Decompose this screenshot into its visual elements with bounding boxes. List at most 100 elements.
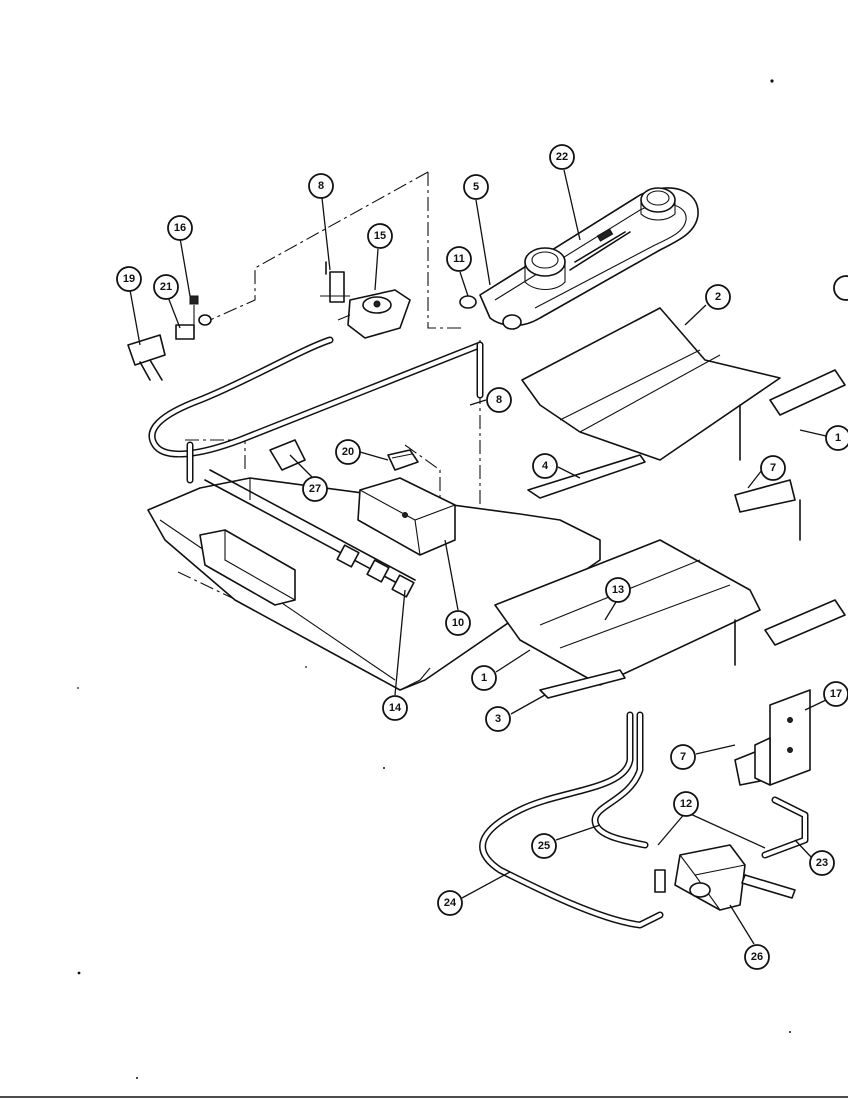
leader-lines: [129, 169, 827, 945]
callout-number: 4: [542, 460, 549, 472]
callout-number: 14: [389, 702, 402, 714]
callout-number: 21: [160, 281, 172, 293]
callout-number: 13: [612, 584, 624, 596]
callout-number: 16: [174, 222, 186, 234]
callout-17: 17: [823, 681, 848, 707]
callout-number: 8: [318, 180, 324, 192]
callout-18: 1: [825, 425, 848, 451]
callout-27: 27: [302, 476, 328, 502]
callout-number: 7: [770, 462, 776, 474]
callout-number: 2: [715, 291, 721, 303]
callout-23: 23: [809, 850, 835, 876]
callout-25: 25: [531, 833, 557, 859]
callout-number: 27: [309, 483, 321, 495]
callout-number: 23: [816, 857, 828, 869]
burner-bracket-4: [527, 454, 646, 499]
upper-baffle: [521, 307, 781, 461]
callout-10: 10: [445, 610, 471, 636]
callout-16: 16: [167, 215, 193, 241]
callout-bubble: [302, 476, 328, 502]
callout-4: 4: [532, 453, 558, 479]
callout-14: 14: [382, 695, 408, 721]
callout-bubble: [825, 425, 848, 451]
spark-ignitor: [387, 449, 419, 471]
callout-bubble: [823, 681, 848, 707]
callout-15: 15: [367, 223, 393, 249]
callout-3: 3: [485, 706, 511, 732]
callout-bubble: [445, 610, 471, 636]
callout-bubble: [705, 284, 731, 310]
callout-7-lower: 7: [670, 744, 696, 770]
callout-number: 20: [342, 446, 354, 458]
callout-bubble: [673, 791, 699, 817]
lower-gas-tubing: [479, 711, 809, 929]
callout-number: 10: [452, 617, 464, 629]
callout-number: 3: [495, 713, 501, 725]
callout-bubble: [531, 833, 557, 859]
callout-bubble: [485, 706, 511, 732]
callout-bubble: [446, 246, 472, 272]
callout-13: 13: [605, 577, 631, 603]
mount-bracket: [754, 689, 811, 786]
safety-valve-upper: [320, 261, 350, 303]
callout-number: 8: [496, 394, 502, 406]
callout-19: 19: [116, 266, 142, 292]
callout-11: 11: [446, 246, 472, 272]
callout-bubble: [471, 665, 497, 691]
callout-number: 17: [830, 688, 842, 700]
broil-shield: [199, 529, 296, 606]
callout-number: 1: [835, 432, 841, 444]
callout-number: 15: [374, 230, 386, 242]
callout-bubble: [809, 850, 835, 876]
callout-bubble: [833, 275, 848, 301]
callout-bubble: [670, 744, 696, 770]
callout-bubble: [382, 695, 408, 721]
callout-21: 21: [153, 274, 179, 300]
callout-7-upper: 7: [760, 455, 786, 481]
callout-number: 24: [444, 897, 457, 909]
gas-manifold-tubing: [148, 336, 484, 484]
callout-bubble: [549, 144, 575, 170]
callout-bubble: [437, 890, 463, 916]
callout-bubble: [367, 223, 393, 249]
callout-number: 7: [680, 751, 686, 763]
callout-number: 25: [538, 840, 550, 852]
manifold-bar: [204, 439, 416, 598]
gas-valve: [337, 289, 411, 339]
callout-number: 22: [556, 151, 568, 163]
callout-number: 5: [473, 181, 479, 193]
callout-number: 19: [123, 273, 135, 285]
callout-bubble: [116, 266, 142, 292]
callout-8-upper: 8: [308, 173, 334, 199]
callout-bubble: [605, 577, 631, 603]
ignitor-box: [357, 477, 456, 556]
callout-5: 5: [463, 174, 489, 200]
callout-8-lower: 8: [486, 387, 512, 413]
callout-20: 20: [335, 439, 361, 465]
callout-2: 2: [705, 284, 731, 310]
callout-number: 26: [751, 951, 763, 963]
callout-bubble: [486, 387, 512, 413]
top-burner-tray: [459, 187, 699, 330]
callout-bubble: [463, 174, 489, 200]
pressure-regulator: [654, 844, 796, 911]
callout-26: 26: [744, 944, 770, 970]
callout-bubble: [760, 455, 786, 481]
left-bracket: [127, 295, 212, 381]
callout-22: 22: [549, 144, 575, 170]
callout-number: 1: [481, 672, 487, 684]
right-valve-bars: [734, 369, 846, 666]
callout-bubble: [308, 173, 334, 199]
callout-12: 12: [673, 791, 699, 817]
callout-bubble: [153, 274, 179, 300]
callout-number: 12: [680, 798, 692, 810]
callout-bubble: [335, 439, 361, 465]
scan-specks: [77, 79, 791, 1079]
callout-number: 11: [453, 253, 465, 265]
burner-bracket-3: [539, 669, 626, 699]
callout-bubble: [167, 215, 193, 241]
callout-24: 24: [437, 890, 463, 916]
part-callouts: 1 2 3 4 5 7 7 8 8 10 11 12 13 14 15 16 1…: [116, 144, 848, 970]
callout-bubble: [744, 944, 770, 970]
